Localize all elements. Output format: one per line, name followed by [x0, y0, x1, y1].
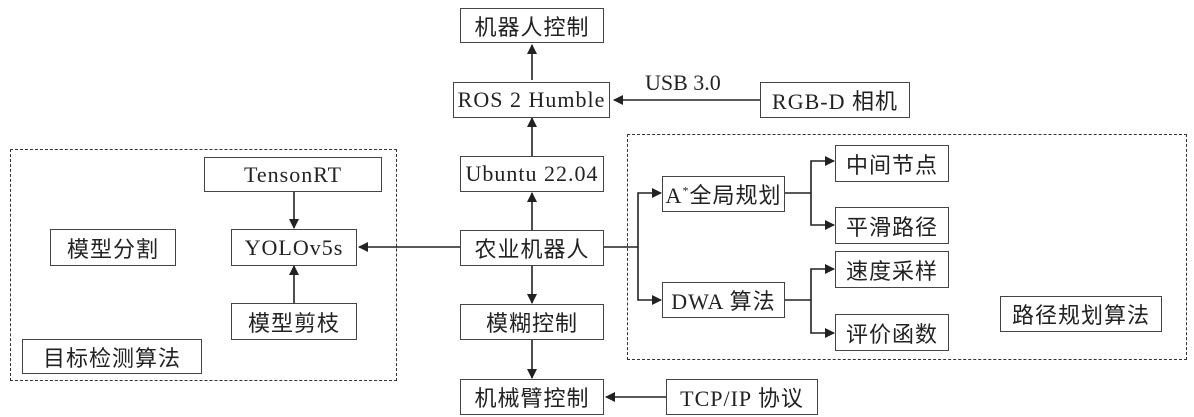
model-prune-node: 模型剪枝 [231, 303, 357, 340]
astar-label: A*全局规划 [665, 183, 782, 208]
agri-robot-label: 农业机器人 [474, 237, 590, 262]
rgbd-camera-node: RGB-D 相机 [760, 82, 910, 118]
detection-group [10, 149, 397, 381]
smooth-path-label: 平滑路径 [845, 214, 938, 240]
mid-nodes-label: 中间节点 [845, 152, 938, 178]
eval-function-node: 评价函数 [835, 314, 949, 351]
model-split-node: 模型分割 [50, 229, 176, 266]
tensorrt-node: TensonRT [204, 157, 382, 192]
agri-robot-node: 农业机器人 [460, 230, 604, 266]
arrow-to-astar [637, 188, 662, 247]
fuzzy-control-node: 模糊控制 [460, 304, 604, 340]
ros-node: ROS 2 Humble [453, 82, 610, 118]
ubuntu-node: Ubuntu 22.04 [460, 156, 604, 192]
path-planning-group [627, 134, 1187, 360]
yolo-node: YOLOv5s [231, 229, 357, 266]
rgbd-camera-label: RGB-D 相机 [772, 89, 898, 114]
dwa-node: DWA 算法 [662, 282, 785, 318]
speed-sampling-label: 速度采样 [845, 258, 938, 284]
path-planning-group-title: 路径规划算法 [1011, 303, 1150, 328]
robot-control-label: 机器人控制 [474, 14, 590, 40]
usb-edge-label: USB 3.0 [645, 70, 721, 95]
tcpip-node: TCP/IP 协议 [666, 379, 818, 415]
eval-function-label: 评价函数 [845, 321, 938, 347]
model-split-label: 模型分割 [66, 236, 159, 262]
arrow-astar-to-smooth [810, 193, 835, 230]
arrow-dwa-to-eval [810, 300, 835, 338]
detection-group-title: 目标检测算法 [42, 345, 181, 371]
model-prune-label: 模型剪枝 [247, 310, 340, 336]
arrow-astar-to-mid-nodes [810, 156, 835, 193]
yolo-label: YOLOv5s [244, 234, 344, 260]
arm-control-node: 机械臂控制 [460, 379, 604, 415]
tensorrt-label: TensonRT [243, 161, 343, 187]
mid-nodes-node: 中间节点 [835, 145, 949, 182]
tcpip-label: TCP/IP 协议 [680, 386, 804, 411]
arrow-dwa-to-speed [810, 264, 835, 300]
ubuntu-label: Ubuntu 22.04 [465, 161, 599, 186]
fuzzy-control-label: 模糊控制 [485, 311, 578, 336]
path-planning-group-label: 路径规划算法 [1000, 296, 1162, 332]
arrow-to-dwa [637, 247, 662, 305]
astar-node: A*全局规划 [662, 176, 785, 212]
dwa-label: DWA 算法 [671, 289, 776, 314]
smooth-path-node: 平滑路径 [835, 207, 949, 244]
arm-control-label: 机械臂控制 [474, 386, 590, 411]
detection-group-label: 目标检测算法 [22, 339, 202, 374]
robot-control-node: 机器人控制 [460, 8, 604, 43]
ros-label: ROS 2 Humble [457, 87, 606, 112]
speed-sampling-node: 速度采样 [835, 251, 949, 288]
